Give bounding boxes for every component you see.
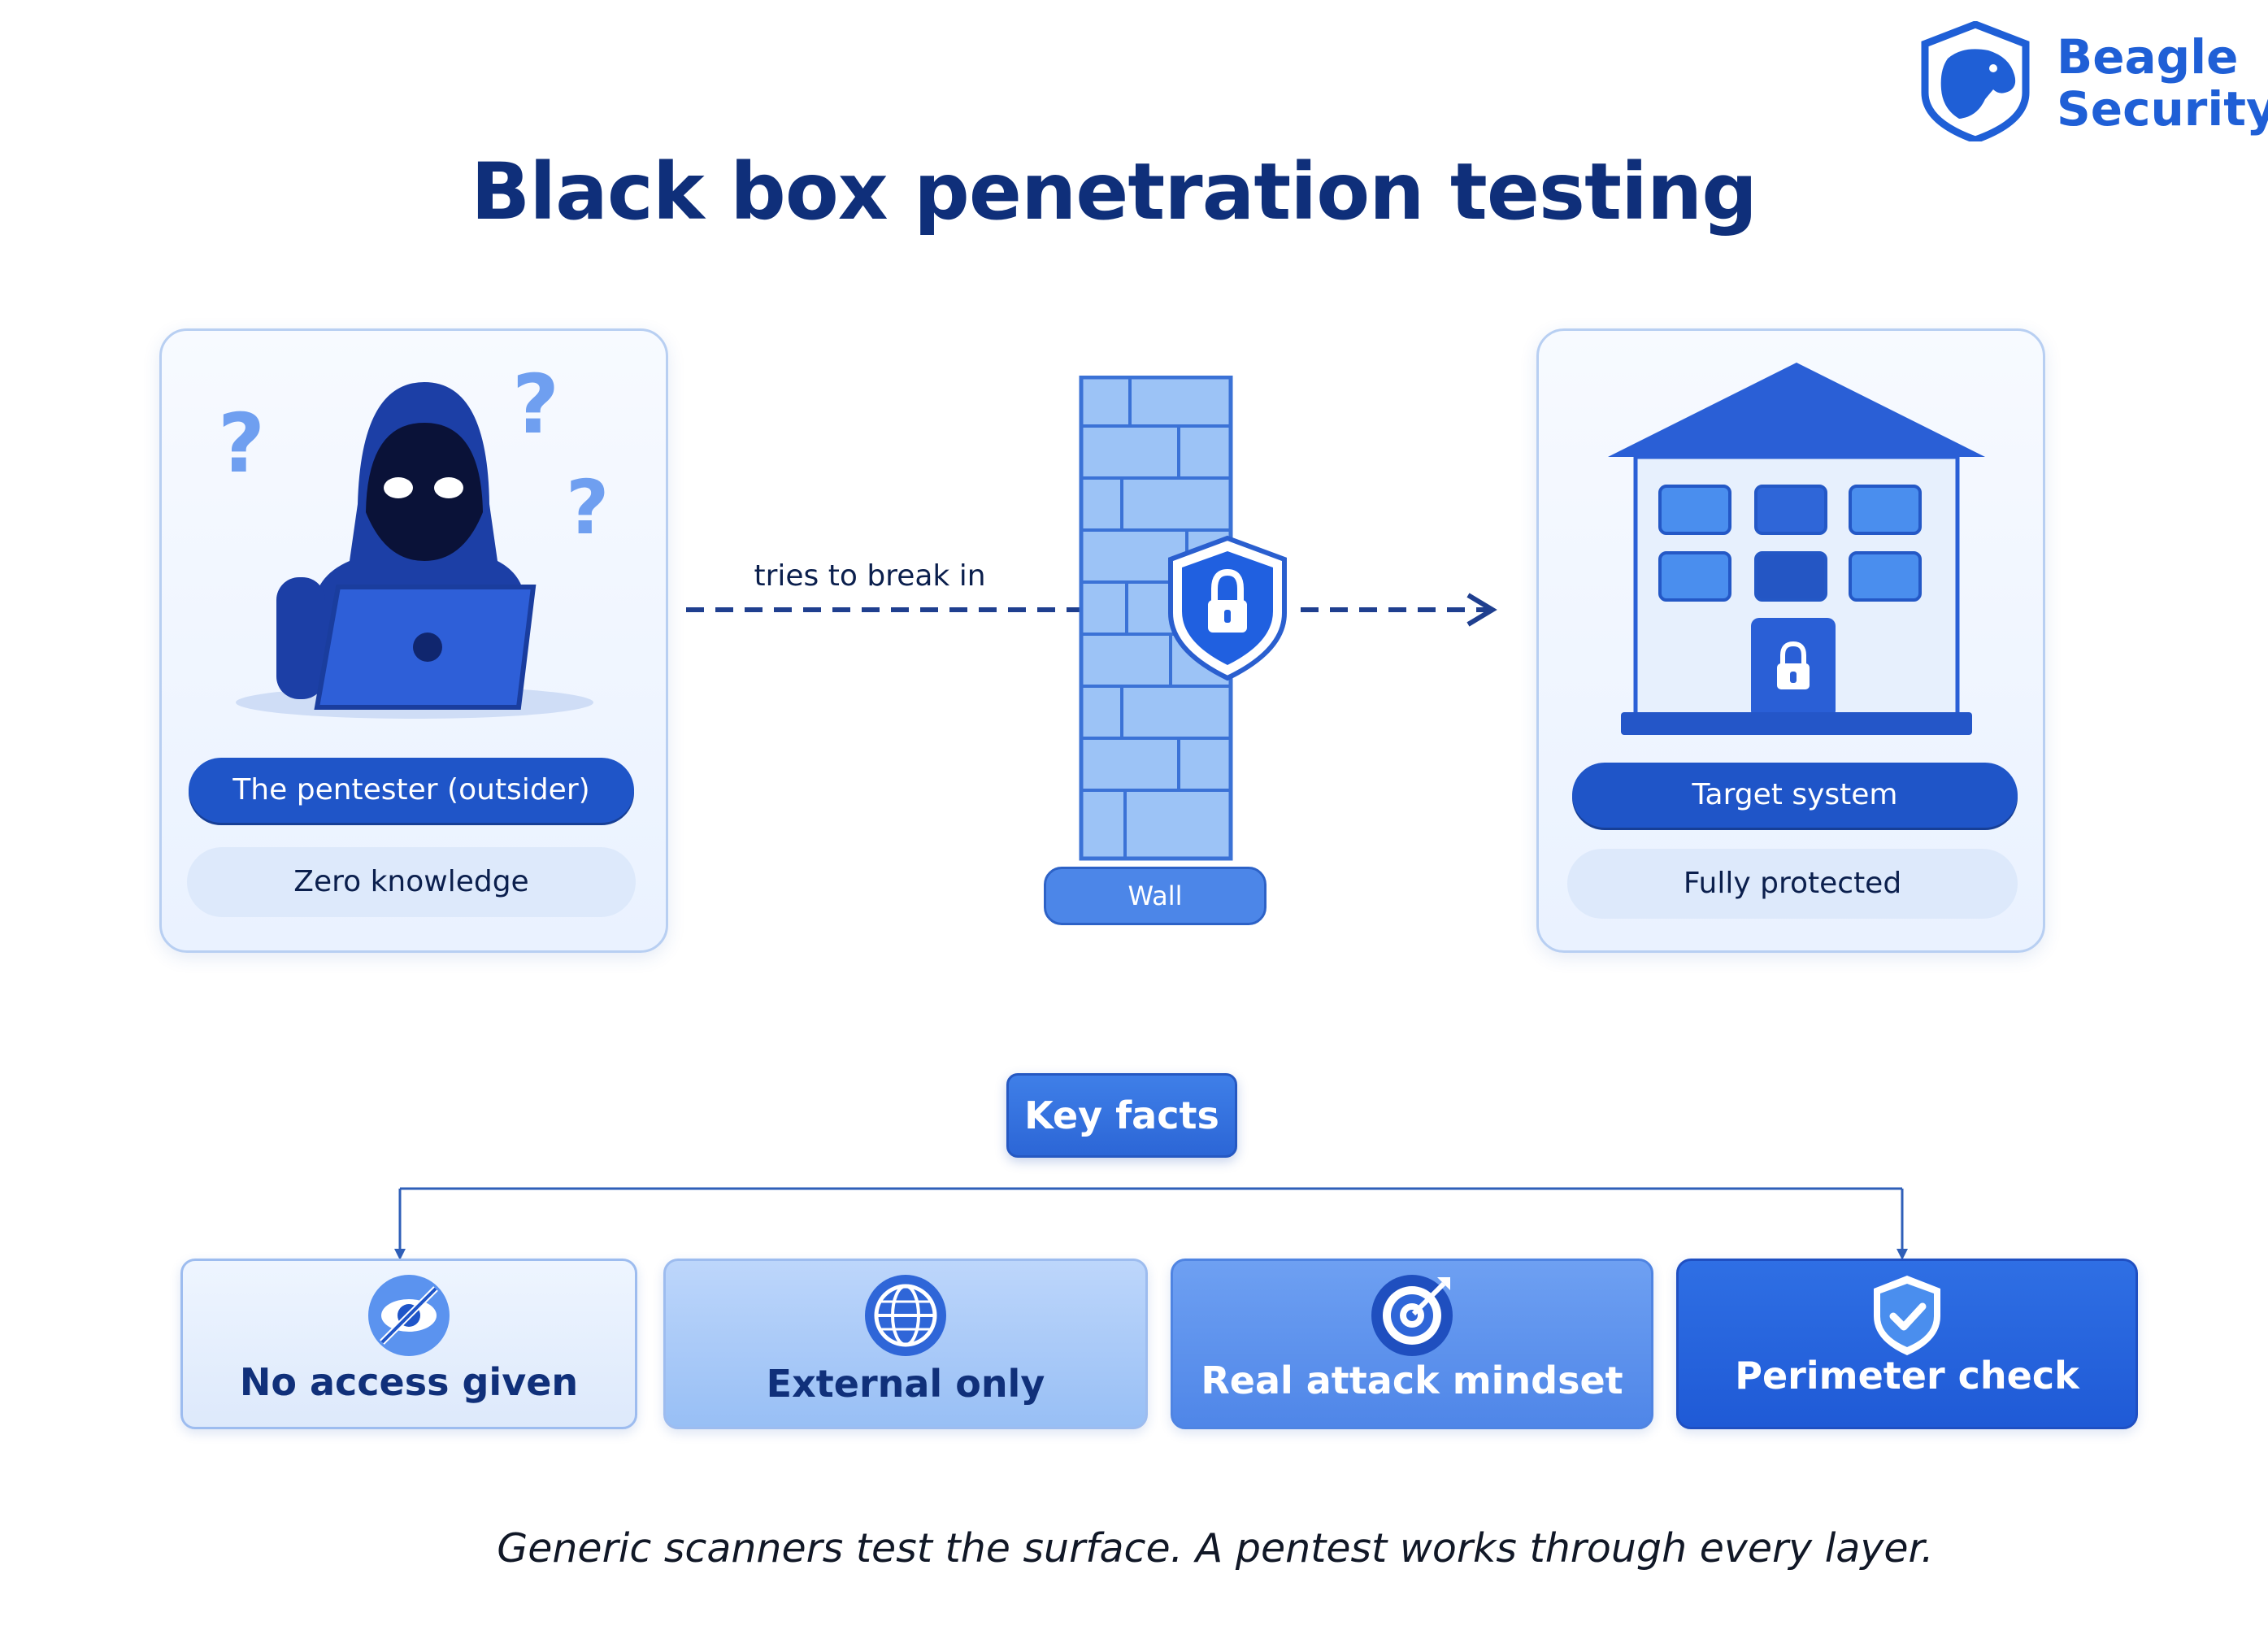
beagle-logo-icon (1921, 21, 2030, 141)
fact-label: External only (766, 1362, 1045, 1406)
fact-card-no-access: No access given (180, 1259, 637, 1429)
brand-name: Beagle (2057, 29, 2239, 85)
shield-check-icon (1874, 1276, 1940, 1355)
attack-arrow (686, 593, 1497, 627)
wall-label: Wall (1044, 867, 1267, 925)
svg-text:?: ? (512, 358, 559, 452)
fact-label: Perimeter check (1735, 1354, 2079, 1398)
hooded-hacker-icon: ? ? ? (218, 358, 609, 719)
target-label: Target system (1572, 763, 2018, 828)
brick-wall-icon (1079, 376, 1287, 861)
globe-icon (865, 1275, 946, 1356)
footer-caption: Generic scanners test the surface. A pen… (497, 1525, 1934, 1572)
attack-arrow-label: tries to break in (754, 559, 986, 593)
fact-card-attack-mindset: Real attack mindset (1171, 1259, 1653, 1429)
svg-text:?: ? (218, 396, 265, 491)
fact-card-external: External only (663, 1259, 1148, 1429)
target-status-badge: Fully protected (1567, 849, 2018, 919)
fact-label: No access given (239, 1360, 579, 1404)
pentester-label: The pentester (outsider) (189, 758, 634, 823)
fact-card-perimeter: Perimeter check (1676, 1259, 2138, 1429)
fact-label: Real attack mindset (1201, 1359, 1623, 1402)
target-icon (1371, 1275, 1453, 1356)
svg-text:?: ? (566, 464, 609, 551)
hidden-eye-icon (368, 1275, 450, 1356)
pentester-knowledge-badge: Zero knowledge (187, 847, 636, 917)
building-icon (1608, 363, 1985, 735)
key-facts-connector (394, 1187, 1908, 1260)
brand-subname: Security (2057, 81, 2268, 137)
page-title: Black box penetration testing (471, 146, 1757, 237)
key-facts-heading: Key facts (1006, 1073, 1237, 1158)
